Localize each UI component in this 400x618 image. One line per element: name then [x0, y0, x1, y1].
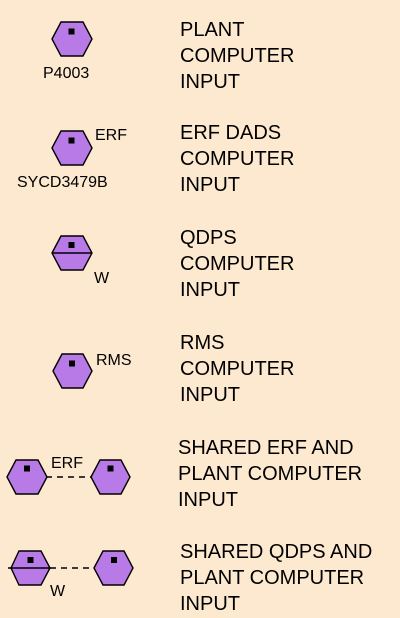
description-line: ERF DADS: [180, 122, 282, 144]
description-line: SHARED QDPS AND: [180, 541, 373, 563]
description-line: INPUT: [180, 71, 240, 93]
plant-computer-hexagon-icon: [51, 21, 93, 57]
description-line: PLANT: [180, 19, 245, 41]
symbol-label-p4003: P4003: [43, 65, 90, 82]
description-line: INPUT: [180, 279, 240, 301]
description-line: SHARED ERF AND: [178, 437, 354, 459]
description-qdps-computer-input: QDPS COMPUTER INPUT: [180, 225, 294, 303]
description-line: PLANT COMPUTER: [180, 567, 365, 589]
symbol-label-w: W: [94, 270, 110, 287]
description-line: INPUT: [180, 384, 240, 406]
description-line: QDPS: [180, 227, 237, 249]
description-shared-erf-plant-input: SHARED ERF AND PLANT COMPUTER INPUT: [178, 435, 362, 513]
symbol-label-erf-shared: ERF: [51, 455, 83, 472]
description-line: PLANT COMPUTER: [178, 463, 363, 485]
symbol-label-erf: ERF: [95, 127, 127, 144]
description-line: RMS: [180, 332, 225, 354]
description-line: INPUT: [178, 489, 238, 511]
description-shared-qdps-plant-input: SHARED QDPS AND PLANT COMPUTER INPUT: [180, 539, 372, 617]
symbol-label-rms: RMS: [96, 352, 132, 369]
description-line: INPUT: [180, 593, 240, 615]
qdps-split-hexagon-icon: [51, 235, 93, 271]
description-erf-dads-computer-input: ERF DADS COMPUTER INPUT: [180, 120, 294, 198]
symbol-label-w-shared: W: [50, 583, 66, 600]
description-line: COMPUTER: [180, 253, 295, 275]
description-line: INPUT: [180, 174, 240, 196]
description-rms-computer-input: RMS COMPUTER INPUT: [180, 330, 294, 408]
symbol-label-sycd3479b: SYCD3479B: [17, 174, 108, 191]
shared-qdps-linked-split-hexagons-icon: [8, 550, 134, 586]
description-line: COMPUTER: [180, 148, 295, 170]
description-line: COMPUTER: [180, 45, 295, 67]
description-line: COMPUTER: [180, 358, 295, 380]
shared-erf-linked-hexagons-icon: [6, 459, 131, 495]
rms-hexagon-icon: [52, 353, 93, 389]
description-plant-computer-input: PLANT COMPUTER INPUT: [180, 17, 294, 95]
erf-dads-hexagon-icon: [51, 130, 93, 166]
